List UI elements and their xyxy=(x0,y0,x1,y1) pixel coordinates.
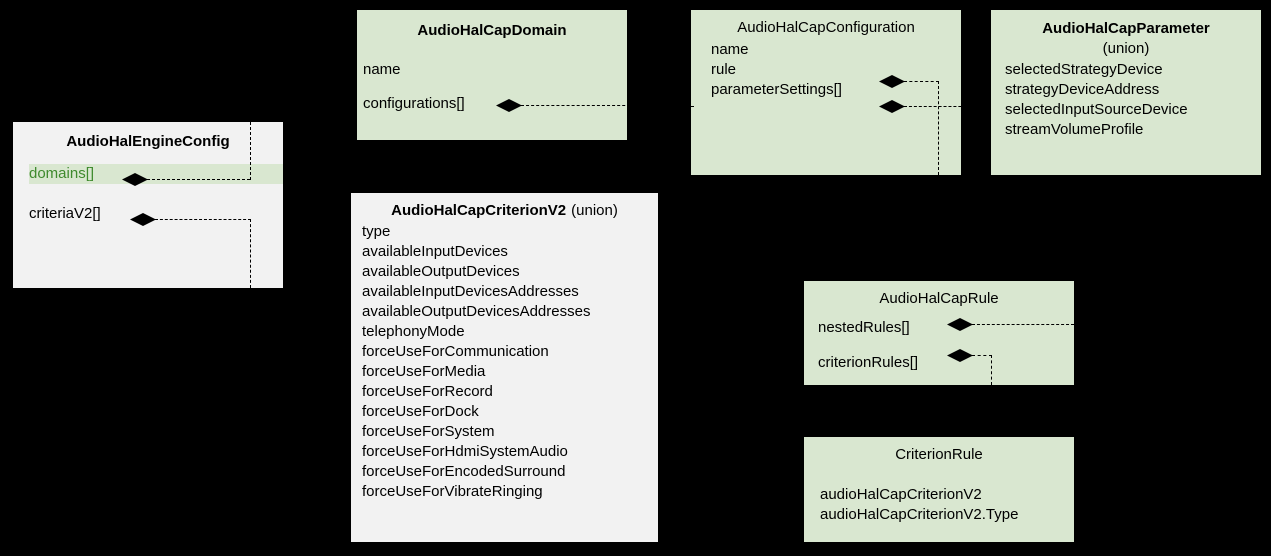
class-box-audio-hal-cap-parameter: AudioHalCapParameter (union) selectedStr… xyxy=(991,10,1261,175)
class-box-audio-hal-cap-domain: AudioHalCapDomain name configurations[] xyxy=(357,10,627,140)
class-title-audio-hal-cap-domain: AudioHalCapDomain xyxy=(417,22,567,39)
connector-rule-horizontal xyxy=(904,81,939,82)
attr-configurations: configurations[] xyxy=(363,95,465,112)
connector-criteria-v2-horizontal xyxy=(155,219,251,220)
class-box-audio-hal-cap-configuration: AudioHalCapConfiguration name rule param… xyxy=(691,10,961,175)
attr-name: name xyxy=(363,61,401,78)
attr-parameter-settings: parameterSettings[] xyxy=(711,81,842,98)
attr-force-use-for-vibrate-ringing: forceUseForVibrateRinging xyxy=(362,483,543,500)
connector-domains-vertical xyxy=(250,122,251,180)
attr-domains: domains[] xyxy=(29,164,283,184)
class-union-suffix: (union) xyxy=(571,202,618,219)
attr-selected-strategy-device: selectedStrategyDevice xyxy=(1005,61,1163,78)
attr-force-use-for-hdmi-system-audio: forceUseForHdmiSystemAudio xyxy=(362,443,568,460)
composition-diamond-configurations xyxy=(496,99,522,112)
attr-force-use-for-record: forceUseForRecord xyxy=(362,383,493,400)
attr-available-input-devices-addresses: availableInputDevicesAddresses xyxy=(362,283,579,300)
class-box-audio-hal-cap-rule: AudioHalCapRule nestedRules[] criterionR… xyxy=(804,281,1074,385)
composition-diamond-parameter-settings xyxy=(879,100,905,113)
connector-configurations-arrowhead-stub xyxy=(680,106,694,107)
attr-list-criterion-v2: type availableInputDevices availableOutp… xyxy=(351,222,658,502)
class-title-audio-hal-cap-parameter: AudioHalCapParameter xyxy=(1042,20,1210,37)
class-subtitle-union: (union) xyxy=(1102,40,1150,57)
composition-diamond-criteria-v2 xyxy=(130,213,156,226)
attr-audio-hal-cap-criterion-v2: audioHalCapCriterionV2 xyxy=(820,486,982,503)
connector-nested-rules-horizontal xyxy=(972,324,1074,325)
attr-criterion-rules: criterionRules[] xyxy=(818,354,919,371)
attr-available-output-devices-addresses: availableOutputDevicesAddresses xyxy=(362,303,591,320)
attr-rule: rule xyxy=(711,61,737,78)
composition-diamond-nested-rules xyxy=(947,318,973,331)
composition-diamond-domains xyxy=(122,173,148,186)
attr-available-output-devices: availableOutputDevices xyxy=(362,263,520,280)
attr-stream-volume-profile: streamVolumeProfile xyxy=(1005,121,1144,138)
attr-audio-hal-cap-criterion-v2-type: audioHalCapCriterionV2.Type xyxy=(820,506,1019,523)
attr-selected-input-source-device: selectedInputSourceDevice xyxy=(1005,101,1188,118)
attr-nested-rules: nestedRules[] xyxy=(818,319,910,336)
connector-configurations-horizontal xyxy=(521,105,691,106)
class-title-audio-hal-cap-criterion-v2: AudioHalCapCriterionV2(union) xyxy=(351,201,658,221)
attr-strategy-device-address: strategyDeviceAddress xyxy=(1005,81,1160,98)
class-box-audio-hal-cap-criterion-v2: AudioHalCapCriterionV2(union) type avail… xyxy=(351,193,658,542)
class-box-criterion-rule: CriterionRule audioHalCapCriterionV2 aud… xyxy=(804,437,1074,542)
connector-domains-horizontal xyxy=(147,179,250,180)
connector-criterion-rules-vertical xyxy=(991,355,992,385)
attr-name: name xyxy=(711,41,749,58)
class-title-audio-hal-cap-rule: AudioHalCapRule xyxy=(879,290,999,307)
attr-force-use-for-encoded-surround: forceUseForEncodedSurround xyxy=(362,463,566,480)
class-box-audio-hal-engine-config: AudioHalEngineConfig domains[] criteriaV… xyxy=(13,122,283,288)
class-title-criterion-rule: CriterionRule xyxy=(895,446,983,463)
attr-force-use-for-media: forceUseForMedia xyxy=(362,363,486,380)
connector-rule-vertical xyxy=(938,81,939,175)
attr-force-use-for-dock: forceUseForDock xyxy=(362,403,479,420)
attr-type: type xyxy=(362,223,391,240)
connector-criteria-v2-vertical xyxy=(250,219,251,288)
attr-force-use-for-communication: forceUseForCommunication xyxy=(362,343,549,360)
connector-parameter-settings-horizontal xyxy=(904,106,991,107)
class-title-audio-hal-cap-configuration: AudioHalCapConfiguration xyxy=(737,19,915,36)
attr-force-use-for-system: forceUseForSystem xyxy=(362,423,495,440)
attr-criteria-v2: criteriaV2[] xyxy=(29,205,101,222)
connector-criterion-rules-horizontal xyxy=(972,355,992,356)
composition-diamond-rule xyxy=(879,75,905,88)
class-title-audio-hal-engine-config: AudioHalEngineConfig xyxy=(66,133,230,150)
attr-telephony-mode: telephonyMode xyxy=(362,323,465,340)
composition-diamond-criterion-rules xyxy=(947,349,973,362)
attr-available-input-devices: availableInputDevices xyxy=(362,243,508,260)
class-title-text: AudioHalCapCriterionV2 xyxy=(391,202,567,219)
